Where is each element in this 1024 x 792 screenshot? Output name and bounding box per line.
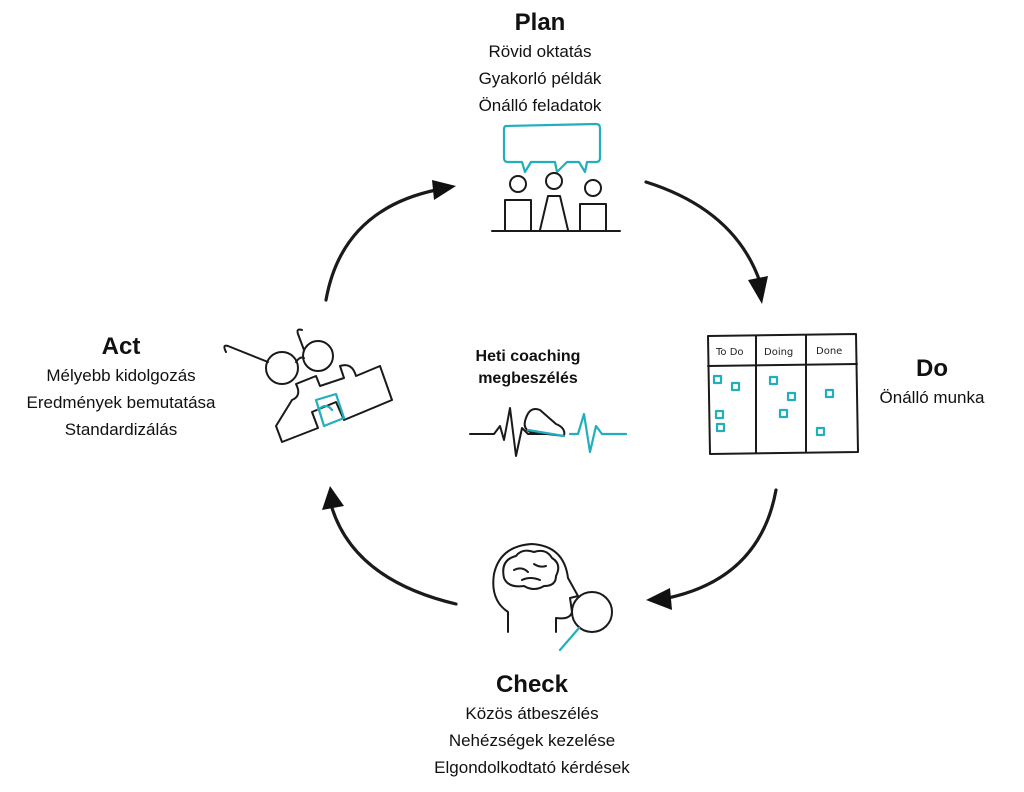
act-block: Act Mélyebb kidolgozás Eredmények bemuta…	[4, 332, 238, 443]
kanban-board-icon: To Do Doing Done	[707, 333, 859, 455]
arrow-plan-to-do	[644, 180, 768, 304]
act-item: Mélyebb kidolgozás	[46, 366, 196, 385]
plan-item: Gyakorló példák	[478, 69, 602, 88]
act-item: Eredmények bemutatása	[26, 393, 216, 412]
kanban-column-todo: To Do	[715, 347, 744, 358]
glasses-puzzle-icon	[223, 328, 393, 443]
kanban-column-done: Done	[816, 346, 842, 357]
center-title-line: Heti coaching	[475, 348, 581, 365]
check-block: Check Közös átbeszélés Nehézségek kezelé…	[412, 670, 652, 781]
center-title-line: megbeszélés	[478, 370, 578, 387]
meeting-people-speech-bubble-icon	[491, 122, 621, 232]
check-item: Közös átbeszélés	[465, 704, 599, 723]
sticky-notes	[712, 374, 835, 437]
heartbeat-sneaker-icon	[469, 407, 628, 457]
do-title: Do	[916, 355, 948, 382]
kanban-column-doing: Doing	[764, 347, 793, 358]
plan-item: Önálló feladatok	[478, 96, 602, 115]
check-title: Check	[495, 671, 569, 698]
head-brain-magnifier-icon	[492, 543, 613, 652]
check-item: Elgondolkodtató kérdések	[434, 758, 630, 777]
plan-title: Plan	[514, 9, 566, 36]
act-item: Standardizálás	[64, 420, 178, 439]
plan-item: Rövid oktatás	[488, 42, 592, 61]
check-item: Nehézségek kezelése	[448, 731, 616, 750]
do-item: Önálló munka	[879, 388, 985, 407]
act-title: Act	[101, 333, 141, 360]
arrow-check-to-act	[322, 486, 458, 606]
arrow-act-to-plan	[324, 180, 456, 302]
arrow-do-to-check	[646, 488, 778, 610]
do-block: Do Önálló munka	[862, 354, 1002, 411]
plan-block: Plan Rövid oktatás Gyakorló példák Önáll…	[470, 8, 610, 119]
center-title: Heti coaching megbeszélés	[448, 346, 608, 390]
